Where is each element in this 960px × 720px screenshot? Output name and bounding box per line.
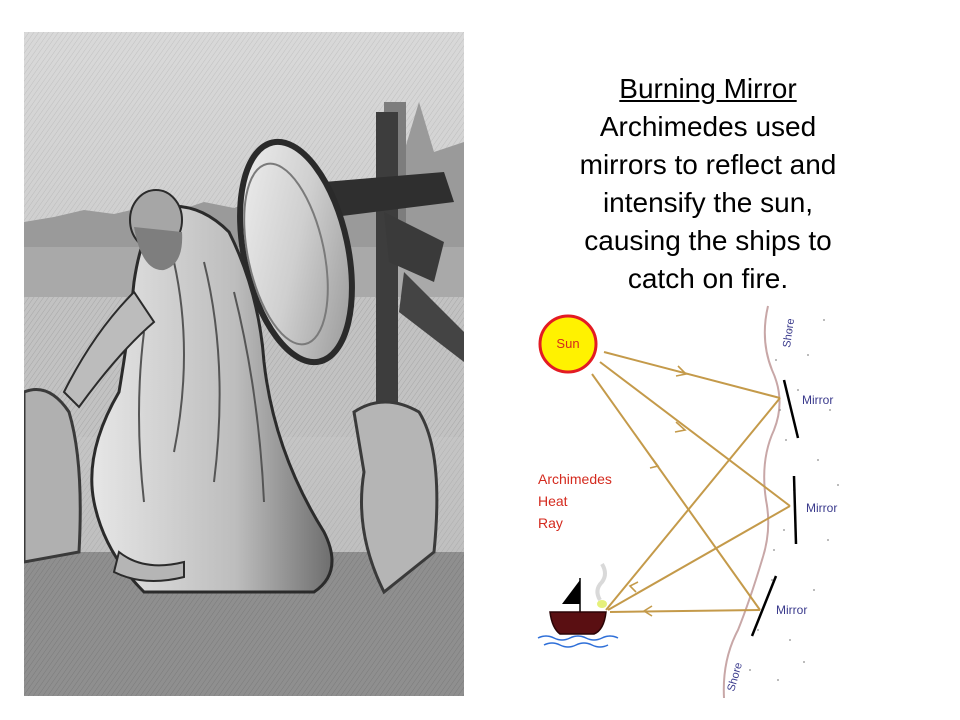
caption-line: catch on fire. bbox=[627, 263, 789, 294]
arrow-ray-1 bbox=[675, 365, 688, 377]
caption-title: Burning Mirror bbox=[619, 73, 797, 104]
shore-label-bottom: Shore bbox=[725, 661, 745, 693]
shore-line bbox=[722, 305, 781, 699]
mirror-2 bbox=[792, 475, 798, 545]
arrow-reflect-2 bbox=[628, 581, 639, 593]
apparatus-arm bbox=[324, 172, 454, 217]
shore-label-top: Shore bbox=[781, 318, 797, 349]
apparatus-post bbox=[376, 112, 398, 442]
sand-dots bbox=[749, 319, 839, 681]
heat-ray-label-line: Heat bbox=[538, 493, 568, 509]
burning-mirror-disc bbox=[237, 138, 355, 366]
ray-sun-to-mirror-1 bbox=[603, 351, 781, 399]
heat-ray-label: Archimedes Heat Ray bbox=[538, 471, 616, 531]
mirror-1 bbox=[782, 379, 800, 439]
ship-smoke bbox=[595, 562, 607, 602]
caption-line: mirrors to reflect and bbox=[579, 149, 837, 180]
arrow-reflect-3 bbox=[642, 605, 653, 617]
apparatus-brace bbox=[384, 212, 444, 282]
archimedes-foot bbox=[112, 550, 185, 582]
ray-mirror-1-to-ship bbox=[605, 397, 781, 611]
caption-block: Burning Mirror Archimedes used mirrors t… bbox=[508, 70, 908, 298]
ray-mirror-3-to-ship bbox=[609, 609, 761, 613]
ray-sun-to-mirror-2 bbox=[599, 361, 791, 507]
ray-sun-to-mirror-3 bbox=[591, 373, 761, 611]
mirror-label-3: Mirror bbox=[776, 603, 807, 617]
apparatus-strut bbox=[399, 272, 464, 362]
ray-arrowheads bbox=[628, 365, 688, 617]
mirror-label-2: Mirror bbox=[806, 501, 837, 515]
heat-ray-diagram: Shore Shore Sun Mirror Mirror Mirror Arc… bbox=[537, 305, 839, 699]
heat-ray-label-line: Archimedes bbox=[538, 471, 612, 487]
mirror-rim bbox=[243, 162, 329, 346]
balustrade-scroll-right bbox=[352, 400, 439, 595]
mirror-3 bbox=[750, 575, 778, 637]
arrow-ray-2 bbox=[674, 421, 687, 433]
ship-fire-glow bbox=[597, 600, 607, 608]
reflected-rays bbox=[605, 397, 791, 613]
ship-sail bbox=[562, 580, 580, 604]
sun-label: Sun bbox=[556, 336, 579, 351]
archimedes-arm bbox=[62, 290, 156, 409]
balustrade-scroll-left bbox=[24, 388, 82, 564]
archimedes-engraving bbox=[24, 32, 464, 696]
robe-folds bbox=[138, 261, 265, 503]
archimedes-beard bbox=[134, 227, 183, 271]
sun bbox=[538, 314, 598, 374]
caption-line: Archimedes used bbox=[599, 111, 817, 142]
ship-hull bbox=[549, 611, 607, 635]
arrow-ray-3 bbox=[649, 457, 660, 469]
burning-ship bbox=[537, 562, 619, 648]
mirror-label-1: Mirror bbox=[802, 393, 833, 407]
incoming-rays bbox=[591, 351, 791, 611]
caption-line: intensify the sun, bbox=[602, 187, 814, 218]
ray-mirror-2-to-ship bbox=[607, 505, 791, 611]
heat-ray-label-line: Ray bbox=[538, 515, 563, 531]
distant-city bbox=[24, 102, 464, 292]
ship-water bbox=[537, 635, 619, 648]
caption-line: causing the ships to bbox=[584, 225, 832, 256]
